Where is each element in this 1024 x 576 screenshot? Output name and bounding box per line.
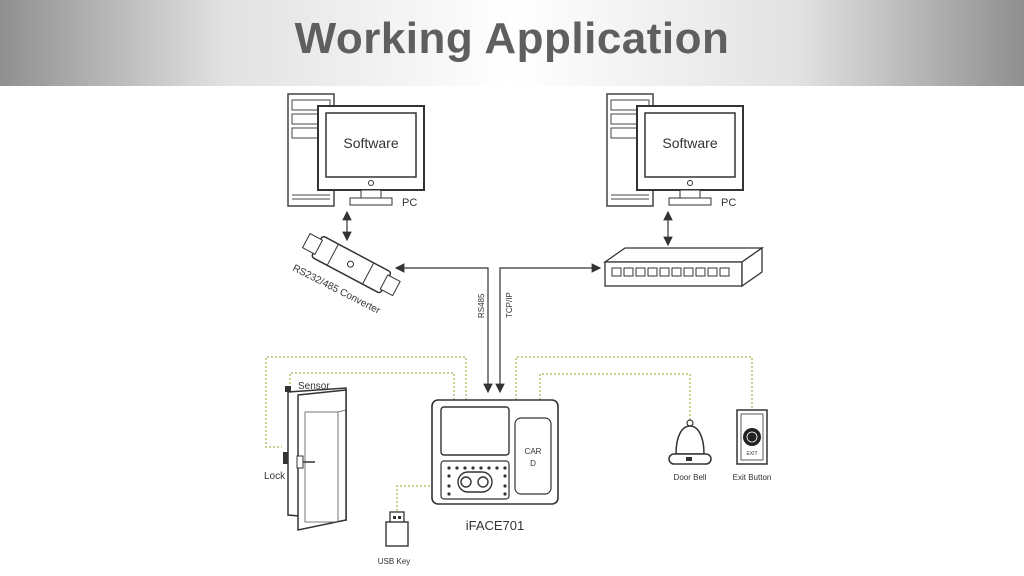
rs485-line	[394, 263, 493, 394]
bell-icon	[668, 419, 712, 465]
device-label: iFACE701	[466, 518, 525, 533]
wire-usb	[396, 485, 442, 512]
page-title: Working Application	[294, 14, 730, 63]
pc-right: Software PC	[606, 93, 744, 209]
wire-lock	[265, 356, 467, 448]
usb-key-icon	[385, 511, 409, 547]
dotted-wires	[265, 356, 753, 512]
usb-label: USB Key	[378, 557, 410, 566]
wire-exit	[515, 356, 753, 410]
exit-plate-text: EXIT	[746, 451, 757, 457]
bell-label: Door Bell	[674, 473, 707, 482]
pc-right-label: PC	[721, 197, 736, 209]
door-icon	[283, 386, 347, 531]
lock-label: Lock	[264, 471, 286, 482]
title-banner: Working Application	[0, 0, 1024, 86]
pc-right-screen-text: Software	[662, 135, 717, 151]
exit-label: Exit Button	[733, 473, 772, 482]
pc-left-screen-text: Software	[343, 135, 398, 151]
monitor-icon	[317, 105, 425, 206]
switch-icon	[602, 246, 765, 288]
card-label-1: CAR	[525, 447, 542, 456]
sensor-label: Sensor	[298, 381, 330, 392]
wire-sensor	[289, 372, 455, 400]
tcpip-line	[495, 263, 602, 394]
pc-left: Software PC	[287, 93, 425, 209]
pc-left-label: PC	[402, 197, 417, 209]
exit-button-icon	[736, 409, 768, 465]
wire-bell	[539, 373, 691, 420]
monitor-icon	[636, 105, 744, 206]
tcpip-label: TCP/IP	[505, 292, 514, 318]
iface701-device	[431, 399, 559, 505]
converter-icon	[301, 232, 401, 297]
card-label-2: D	[530, 459, 536, 468]
rs485-label: RS485	[477, 293, 486, 318]
